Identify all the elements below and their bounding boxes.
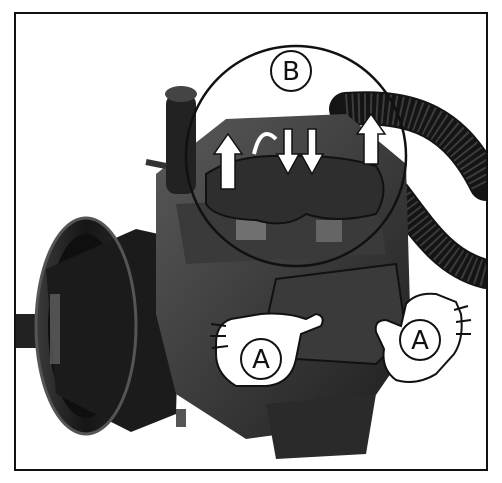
figure-frame: B A A	[14, 12, 488, 471]
callout-a-right: A	[400, 320, 440, 360]
pump-illustration: B A A	[16, 14, 486, 469]
callout-a-right-label: A	[411, 326, 429, 356]
callout-b-label: B	[282, 57, 300, 87]
callout-a-left-label: A	[252, 345, 270, 375]
callout-b: B	[271, 51, 311, 91]
callout-a-left: A	[241, 339, 281, 379]
